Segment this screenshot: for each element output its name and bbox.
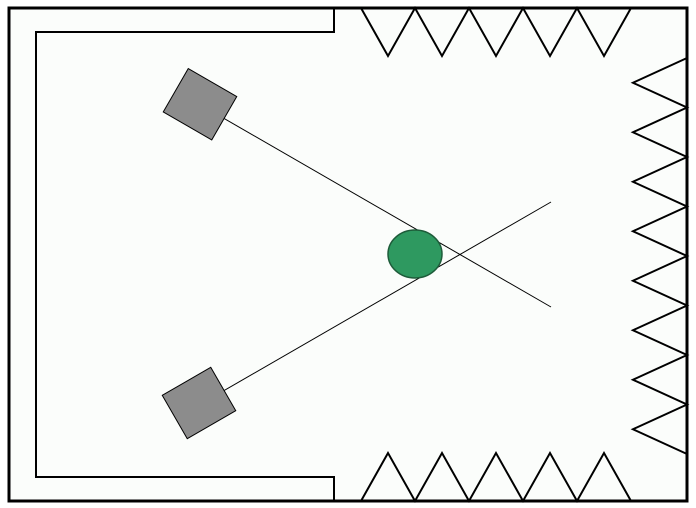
right-absorber-wedges bbox=[630, 57, 690, 455]
bottom-absorber-wedges bbox=[360, 450, 632, 504]
upper-emitter bbox=[162, 67, 238, 141]
c-shaped-shielding-wall bbox=[35, 8, 335, 501]
lower-beam bbox=[198, 201, 552, 406]
lower-emitter bbox=[161, 366, 237, 440]
top-absorber-wedges bbox=[360, 5, 632, 59]
round-target-object bbox=[387, 229, 443, 279]
upper-beam bbox=[198, 103, 552, 308]
outer-room-boundary bbox=[7, 6, 689, 503]
